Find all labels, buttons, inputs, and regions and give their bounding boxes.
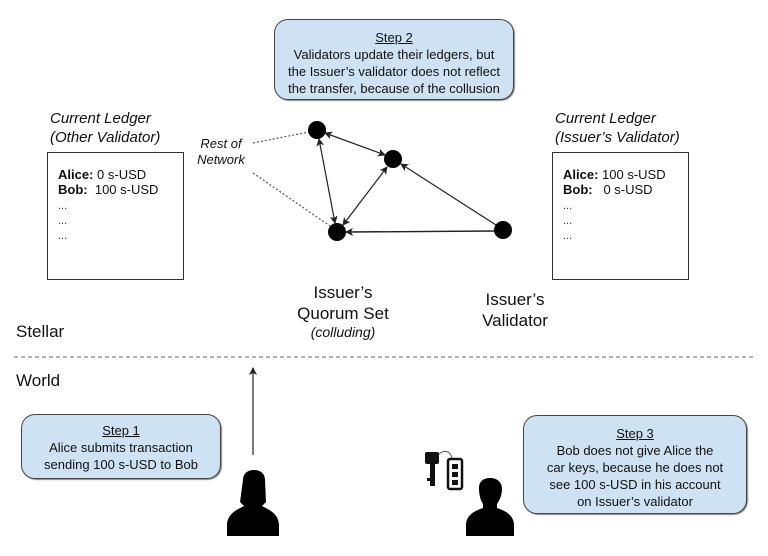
ledger-ellipsis: ... — [563, 230, 573, 242]
edge-validator-n2 — [400, 163, 497, 226]
quorum-node-2 — [384, 150, 402, 168]
step-3-line-2: car keys, because he does not — [546, 460, 724, 475]
rest-of-network-label: Rest of Network — [193, 136, 249, 168]
person-male-icon — [466, 478, 514, 536]
left-ledger-box: Alice: 0 s-USD Bob: 100 s-USD ... ... ..… — [47, 152, 184, 280]
ledger-balance: 0 s-USD — [592, 182, 653, 197]
step-2-callout: Step 2 Validators update their ledgers, … — [274, 19, 514, 100]
step-2-line-1: Validators update their ledgers, but — [293, 47, 495, 62]
quorum-label-line-2: Quorum Set — [297, 304, 389, 323]
quorum-node-3 — [328, 223, 346, 241]
step-3-title: Step 3 — [616, 426, 654, 441]
left-ledger-title: Current Ledger (Other Validator) — [50, 109, 160, 147]
right-ledger-title-line-2: (Issuer’s Validator) — [555, 129, 680, 146]
step-1-title: Step 1 — [102, 423, 140, 438]
rest-network-link-1 — [252, 131, 310, 144]
ledger-account-name: Bob: — [58, 182, 88, 197]
step-1-line-2: sending 100 s-USD to Bob — [44, 457, 198, 472]
ledger-account-name: Alice: — [58, 167, 94, 182]
ledger-row: Bob: 100 s-USD — [58, 182, 183, 197]
ledger-ellipsis: ... — [58, 215, 68, 227]
quorum-label-colluding: (colluding) — [310, 324, 376, 340]
step-2-line-3: the transfer, because of the collusion — [288, 81, 500, 96]
edge-validator-n3 — [345, 227, 496, 236]
ledger-balance: 100 s-USD — [598, 167, 666, 182]
ledger-balance: 100 s-USD — [87, 182, 159, 197]
ledger-account-name: Alice: — [563, 167, 599, 182]
validator-label-line-2: Validator — [482, 311, 548, 330]
person-female-icon — [227, 470, 279, 536]
ledger-ellipsis: ... — [58, 200, 68, 212]
left-ledger-title-line-2: (Other Validator) — [50, 129, 161, 146]
step-3-line-4: on Issuer’s validator — [577, 494, 693, 509]
edge-n2-n3 — [342, 166, 388, 226]
left-ledger-title-line-1: Current Ledger — [50, 110, 151, 127]
rest-network-link-2 — [252, 172, 331, 227]
ledger-ellipsis: ... — [58, 230, 68, 242]
edge-n1-n2 — [324, 131, 386, 157]
step-3-line-3: see 100 s-USD in his account — [549, 477, 721, 492]
section-label-stellar: Stellar — [16, 322, 65, 341]
right-ledger-title-line-1: Current Ledger — [555, 110, 656, 127]
validator-label-line-1: Issuer’s — [485, 290, 545, 309]
issuer-validator-node — [494, 221, 512, 239]
right-ledger-box: Alice: 100 s-USD Bob: 0 s-USD ... ... ..… — [552, 152, 689, 280]
ledger-row: Bob: 0 s-USD — [563, 182, 688, 197]
quorum-set-label: Issuer’s Quorum Set (colluding) — [283, 282, 403, 341]
quorum-node-1 — [308, 121, 326, 139]
ledger-account-name: Bob: — [563, 182, 593, 197]
section-label-world: World — [16, 371, 61, 390]
ledger-ellipsis: ... — [563, 200, 573, 212]
step-3-callout: Step 3 Bob does not give Alice the car k… — [523, 415, 747, 514]
rest-of-network-line-2: Network — [197, 152, 245, 167]
step-2-title: Step 2 — [375, 30, 413, 45]
ledger-ellipsis: ... — [563, 215, 573, 227]
issuer-validator-label: Issuer’s Validator — [455, 289, 575, 331]
ledger-balance: 0 s-USD — [93, 167, 147, 182]
right-ledger-title: Current Ledger (Issuer’s Validator) — [555, 109, 680, 147]
quorum-label-line-1: Issuer’s — [313, 283, 373, 302]
rest-of-network-line-1: Rest of — [200, 136, 242, 151]
ledger-row: Alice: 100 s-USD — [563, 167, 688, 182]
step-3-line-1: Bob does not give Alice the — [556, 443, 714, 458]
edge-n1-n3 — [316, 138, 338, 224]
step-1-line-1: Alice submits transaction — [49, 440, 193, 455]
step-1-callout: Step 1 Alice submits transaction sending… — [21, 414, 221, 479]
step-2-line-2: the Issuer’s validator does not reflect — [288, 64, 500, 79]
ledger-row: Alice: 0 s-USD — [58, 167, 183, 182]
car-keys-icon — [425, 450, 464, 491]
